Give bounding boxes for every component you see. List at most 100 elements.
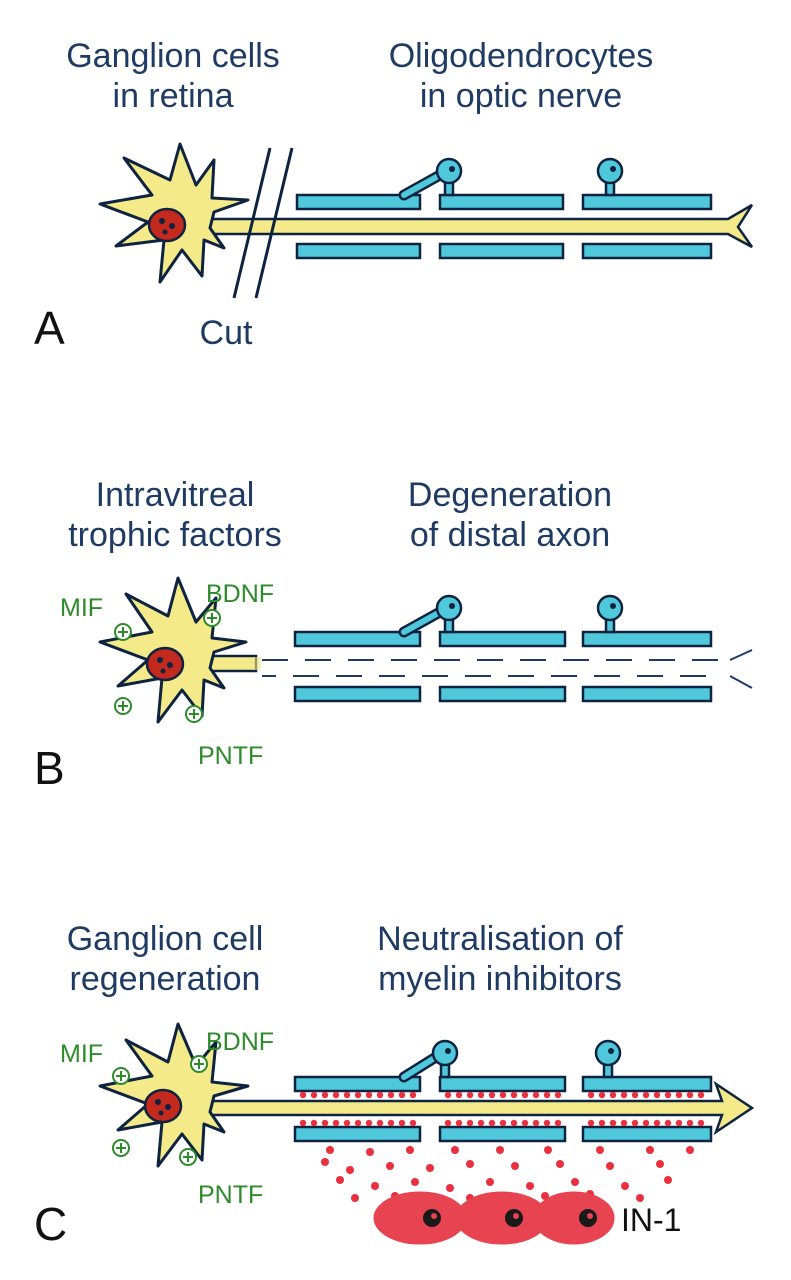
- inhibitor-dot: [532, 1119, 540, 1127]
- inhibitor-dot: [598, 1091, 606, 1099]
- inhibitor-dot: [466, 1091, 474, 1099]
- inhibitor-dot: [466, 1160, 474, 1168]
- panel-a-sheath-top-2: [438, 193, 565, 211]
- inhibitor-dot: [488, 1119, 496, 1127]
- panel-b-plus-pntf: [185, 705, 203, 723]
- panel-a-myelin-sheaths: [295, 193, 713, 260]
- inhibitor-dot: [596, 1146, 604, 1154]
- inhibitor-dot: [609, 1091, 617, 1099]
- panel-a-sheath-bottom-3: [581, 242, 713, 260]
- panel-a: Ganglion cells in retina Oligodendrocyte…: [34, 37, 754, 354]
- panel-c-letter: C: [34, 1198, 67, 1250]
- panel-c-myelin-inhibitors: [299, 1091, 705, 1202]
- inhibitor-dot: [488, 1091, 496, 1099]
- inhibitor-dot: [343, 1091, 351, 1099]
- inhibitor-dot: [299, 1091, 307, 1099]
- cut-mark-left: [232, 147, 272, 299]
- inhibitor-dot: [543, 1091, 551, 1099]
- in1-cell-3: [533, 1191, 615, 1245]
- panel-a-letter: A: [34, 302, 65, 354]
- inhibitor-dot: [664, 1176, 672, 1184]
- panel-b-left-heading-line-1: Intravitreal: [96, 476, 255, 514]
- panel-b-left-heading-line-2: trophic factors: [68, 516, 282, 554]
- inhibitor-dot: [411, 1178, 419, 1186]
- inhibitor-dot: [620, 1119, 628, 1127]
- panel-a-axon: [188, 203, 754, 249]
- panel-a-right-heading-line-1: Oligodendrocytes: [389, 37, 654, 75]
- inhibitor-dot: [346, 1166, 354, 1174]
- inhibitor-dot: [556, 1160, 564, 1168]
- panel-c-plus-bdnf: [190, 1055, 208, 1073]
- panel-c-oligodendrocyte-1: [398, 1039, 459, 1083]
- panel-b-plus-lower-left: [114, 697, 132, 715]
- panel-b-factor-mif: MIF: [60, 594, 103, 622]
- panel-b-nucleus: [145, 646, 185, 682]
- inhibitor-dot: [451, 1146, 459, 1154]
- inhibitor-dot: [642, 1091, 650, 1099]
- panel-c-nucleus: [143, 1088, 183, 1124]
- cut-label: Cut: [200, 314, 253, 352]
- inhibitor-dot: [653, 1119, 661, 1127]
- panel-c-ganglion-cell: [98, 1022, 250, 1168]
- inhibitor-dot: [675, 1119, 683, 1127]
- panel-a-ganglion-cell: [98, 142, 250, 284]
- inhibitor-dot: [321, 1158, 329, 1166]
- panel-b-trophic-markers: [114, 609, 221, 723]
- inhibitor-dot: [366, 1148, 374, 1156]
- panel-b-factor-bdnf: BDNF: [206, 580, 274, 608]
- inhibitor-dot: [387, 1091, 395, 1099]
- inhibitor-dot: [332, 1091, 340, 1099]
- panel-a-oligodendrocyte-2: [596, 157, 624, 197]
- inhibitor-dot: [354, 1119, 362, 1127]
- inhibitor-dot: [554, 1091, 562, 1099]
- inhibitor-dot: [444, 1119, 452, 1127]
- inhibitor-dot: [336, 1176, 344, 1184]
- inhibitor-dot: [526, 1182, 534, 1190]
- inhibitor-dot: [620, 1091, 628, 1099]
- cut-mark-right: [254, 147, 294, 299]
- panel-a-left-heading-line-1: Ganglion cells: [66, 37, 280, 75]
- inhibitor-dot: [656, 1160, 664, 1168]
- panel-b-tip-fragment-bottom: [729, 675, 753, 689]
- inhibitor-dot: [697, 1091, 705, 1099]
- panel-a-sheath-top-1: [295, 193, 422, 211]
- inhibitor-dot: [426, 1164, 434, 1172]
- panel-b-factor-pntf: PNTF: [198, 742, 263, 770]
- inhibitor-dot: [371, 1182, 379, 1190]
- inhibitor-dot: [510, 1091, 518, 1099]
- inhibitor-dot: [499, 1119, 507, 1127]
- inhibitor-dot: [664, 1119, 672, 1127]
- inhibitor-dot: [386, 1162, 394, 1170]
- panel-c-right-heading-line-2: myelin inhibitors: [378, 960, 622, 998]
- panel-c-regenerating-axon: [188, 1080, 755, 1136]
- inhibitor-dot: [310, 1119, 318, 1127]
- inhibitor-dot: [646, 1146, 654, 1154]
- inhibitor-dot: [351, 1194, 359, 1202]
- panel-c-in1-cells: [373, 1191, 615, 1245]
- inhibitor-dot: [598, 1119, 606, 1127]
- inhibitor-dot: [544, 1146, 552, 1154]
- panel-b-right-heading-line-1: Degeneration: [408, 476, 612, 514]
- inhibitor-dot: [532, 1091, 540, 1099]
- panel-a-sheath-top-3: [581, 193, 713, 211]
- panel-c-factor-bdnf: BDNF: [206, 1028, 274, 1056]
- inhibitor-dot: [697, 1119, 705, 1127]
- panel-c: Ganglion cell regeneration Neutralisatio…: [34, 920, 755, 1250]
- inhibitor-dot: [587, 1091, 595, 1099]
- panel-a-sheath-bottom-1: [295, 242, 422, 260]
- inhibitor-dot: [541, 1192, 549, 1200]
- inhibitor-dot: [631, 1119, 639, 1127]
- inhibitor-dot: [675, 1091, 683, 1099]
- inhibitor-dot: [343, 1119, 351, 1127]
- panel-c-myelin-sheaths: [293, 1075, 713, 1143]
- inhibitor-dot: [510, 1119, 518, 1127]
- inhibitor-dot: [455, 1119, 463, 1127]
- in1-cell-1: [373, 1191, 467, 1245]
- panel-a-oligodendrocyte-1: [398, 157, 463, 201]
- panel-b-letter: B: [34, 742, 65, 794]
- inhibitor-dot: [299, 1119, 307, 1127]
- inhibitor-dot: [321, 1119, 329, 1127]
- panel-c-factor-mif: MIF: [60, 1040, 103, 1068]
- inhibitor-dot: [444, 1091, 452, 1099]
- panel-b-oligodendrocyte-2: [596, 594, 624, 634]
